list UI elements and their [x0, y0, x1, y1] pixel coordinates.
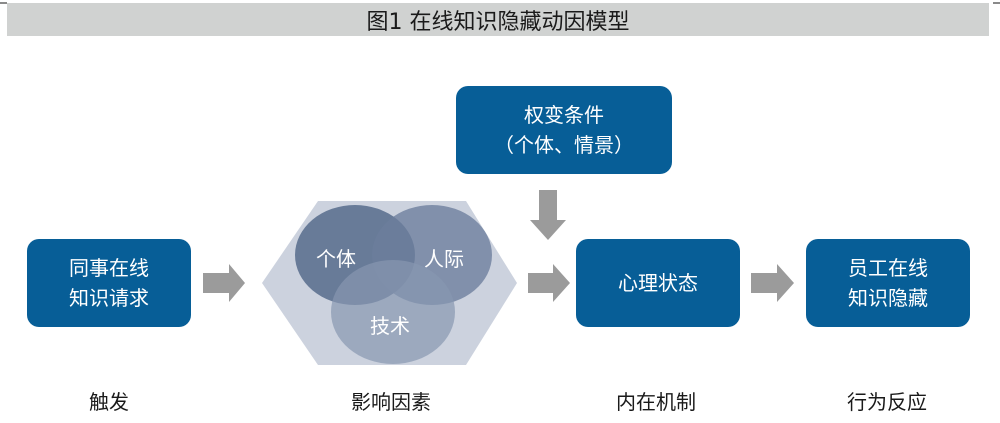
venn-label-interpersonal: 人际 — [424, 247, 464, 271]
figure-title: 图1 在线知识隐藏动因模型 — [366, 9, 630, 35]
trigger-line1: 同事在线 — [69, 256, 149, 280]
arrow-trigger-to-factors — [203, 264, 245, 302]
arrow-mechanism-to-response — [751, 264, 794, 302]
response-line2: 知识隐藏 — [848, 286, 928, 310]
arrow-moderator-to-mechanism — [530, 190, 566, 240]
venn-label-technology: 技术 — [370, 314, 410, 338]
response-line1: 员工在线 — [848, 256, 928, 280]
mechanism-box: 心理状态 — [576, 239, 740, 327]
edge-mark-left — [0, 2, 7, 4]
stage-label-factors: 影响因素 — [351, 390, 431, 414]
trigger-line2: 知识请求 — [69, 286, 149, 310]
moderator-line1: 权变条件 — [524, 103, 604, 127]
mechanism-line1: 心理状态 — [618, 271, 698, 295]
stage-label-mechanism: 内在机制 — [616, 390, 696, 414]
venn-label-individual: 个体 — [316, 247, 356, 271]
figure-title-bar: 图1 在线知识隐藏动因模型 — [7, 3, 989, 36]
arrow-factors-to-mechanism — [528, 264, 570, 302]
moderator-line2: （个体、情景） — [494, 133, 634, 157]
trigger-box: 同事在线 知识请求 — [27, 239, 191, 327]
edge-mark-right — [993, 2, 1000, 4]
stage-label-response: 行为反应 — [847, 390, 927, 414]
moderator-box: 权变条件 （个体、情景） — [456, 86, 672, 174]
venn-circle-technology — [331, 260, 455, 364]
stage-label-trigger: 触发 — [89, 390, 129, 414]
response-box: 员工在线 知识隐藏 — [806, 239, 970, 327]
